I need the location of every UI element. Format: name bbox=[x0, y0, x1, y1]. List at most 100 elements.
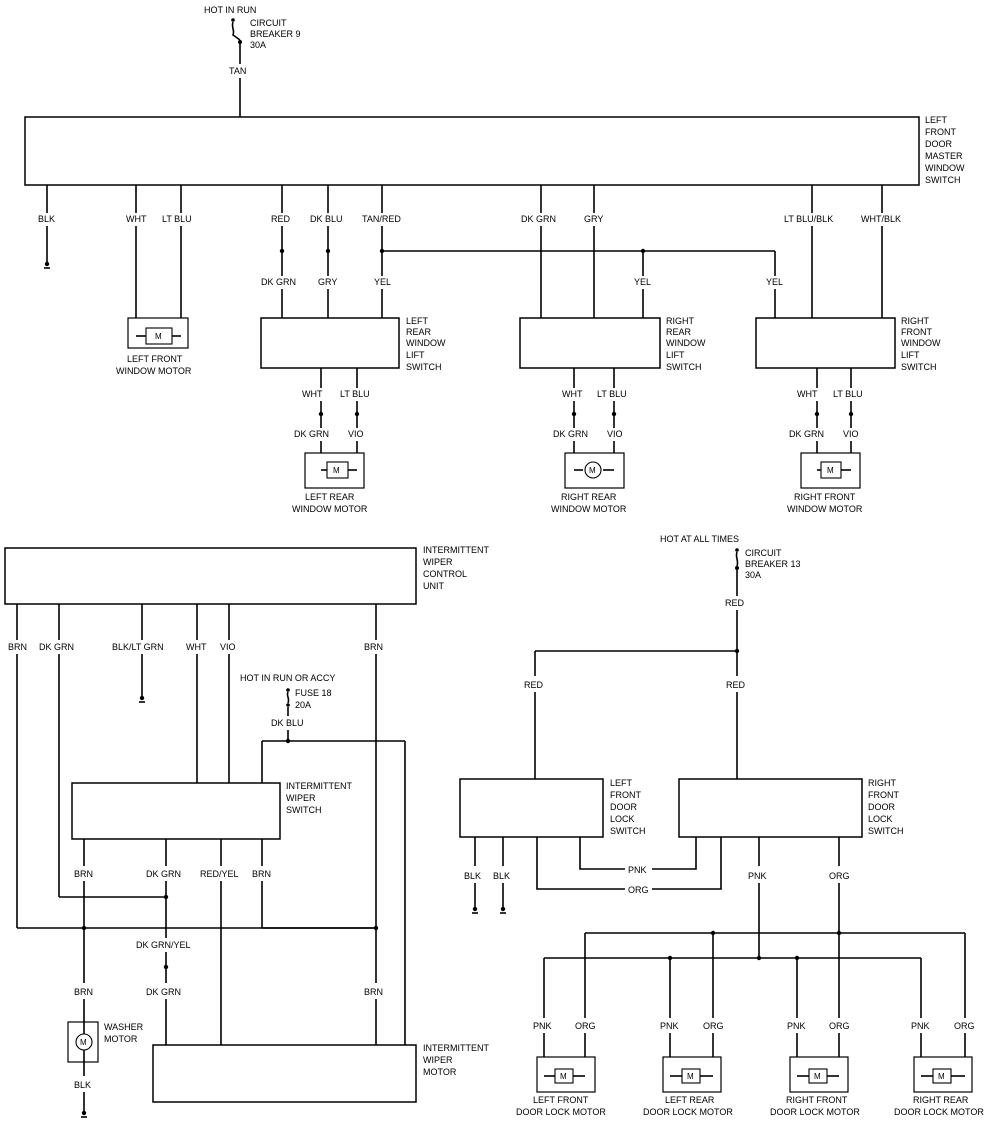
lr-gry-label: GRY bbox=[318, 277, 337, 287]
master-wht-label: WHT bbox=[126, 214, 147, 224]
motor-m-symbol: M bbox=[687, 1072, 694, 1081]
lf-motor-label-1: LEFT FRONT bbox=[127, 354, 183, 364]
rf-motor-label-1: RIGHT FRONT bbox=[794, 492, 856, 502]
rr-motor-label-1: RIGHT REAR bbox=[561, 492, 617, 502]
motor-m-symbol: M bbox=[80, 1038, 87, 1047]
lf-lock-blk-2-label: BLK bbox=[493, 871, 510, 881]
lr-switch-label-5: SWITCH bbox=[406, 362, 442, 372]
master-ltblu-label: LT BLU bbox=[162, 214, 192, 224]
rr-yel-label: YEL bbox=[634, 277, 651, 287]
cross-pnk-label: PNK bbox=[628, 865, 647, 875]
washer-blk-label: BLK bbox=[74, 1080, 91, 1090]
cb13-label-1: CIRCUIT bbox=[745, 548, 782, 558]
cb9-label-3: 30A bbox=[250, 40, 266, 50]
wiper-switch-label-2: WIPER bbox=[286, 793, 316, 803]
master-label-3: DOOR bbox=[925, 139, 953, 149]
rr-switch-label-2: REAR bbox=[666, 327, 692, 337]
wiper-motor-label-2: WIPER bbox=[423, 1055, 453, 1065]
lr-motor-vio-label: VIO bbox=[348, 429, 364, 439]
rf-lock-label-2: FRONT bbox=[868, 790, 899, 800]
washer-label-2: MOTOR bbox=[104, 1034, 138, 1044]
wiper-blkltgrn-label: BLK/LT GRN bbox=[112, 642, 164, 652]
wiper-switch-label-1: INTERMITTENT bbox=[286, 781, 352, 791]
cb9-label-1: CIRCUIT bbox=[250, 18, 287, 28]
rr-motor-org-label: ORG bbox=[954, 1021, 975, 1031]
fuse-dkblu-label: DK BLU bbox=[271, 718, 304, 728]
wiper-control-label-1: INTERMITTENT bbox=[423, 545, 489, 555]
wiper-control-label-4: UNIT bbox=[423, 581, 444, 591]
rr-switch-label-4: LIFT bbox=[666, 350, 685, 360]
rf-lock-label-3: DOOR bbox=[868, 802, 896, 812]
washer-motor: M bbox=[67, 1021, 99, 1063]
tan-wire-label: TAN bbox=[229, 66, 246, 76]
lr-ltblu-label: LT BLU bbox=[340, 389, 370, 399]
lr-door-lock-motor: M bbox=[662, 1056, 722, 1093]
master-label-1: LEFT bbox=[925, 115, 948, 125]
intermittent-wiper-motor bbox=[152, 1044, 417, 1103]
wiper-control-unit bbox=[4, 547, 417, 605]
lr-switch-label-3: WINDOW bbox=[406, 338, 446, 348]
master-red-label: RED bbox=[271, 214, 291, 224]
rf-out-org-label: ORG bbox=[829, 871, 850, 881]
master-dkgrn-label: DK GRN bbox=[521, 214, 556, 224]
rf-lock-red-label: RED bbox=[726, 680, 746, 690]
rf-ltblu-label: LT BLU bbox=[833, 389, 863, 399]
rf-motor-vio-label: VIO bbox=[843, 429, 859, 439]
lr-yel-label: YEL bbox=[374, 277, 391, 287]
rf-switch-label-5: SWITCH bbox=[901, 362, 937, 372]
master-dkblu-label: DK BLU bbox=[310, 214, 343, 224]
lr-motor-pnk-label: PNK bbox=[660, 1021, 679, 1031]
rf-door-lock-motor: M bbox=[789, 1056, 849, 1093]
rf-motor-label-2: WINDOW MOTOR bbox=[787, 504, 863, 514]
rr-door-lock-motor: M bbox=[913, 1056, 973, 1093]
rr-ltblu-label: LT BLU bbox=[597, 389, 627, 399]
lf-lock-red-label: RED bbox=[524, 680, 544, 690]
rr-lockmotor-label-2: DOOR LOCK MOTOR bbox=[894, 1107, 984, 1117]
rf-yel-label: YEL bbox=[766, 277, 783, 287]
lf-lock-label-3: DOOR bbox=[610, 802, 638, 812]
rf-switch-label-4: LIFT bbox=[901, 350, 920, 360]
wiper-vio-label: VIO bbox=[220, 642, 236, 652]
rf-switch-label-3: WINDOW bbox=[901, 338, 941, 348]
rr-switch-label-1: RIGHT bbox=[666, 316, 695, 326]
lr-window-lift-switch bbox=[260, 317, 400, 369]
lf-motor-label-2: WINDOW MOTOR bbox=[116, 366, 192, 376]
motor-m-symbol: M bbox=[938, 1072, 945, 1081]
dkgrnyel-label: DK GRN/YEL bbox=[136, 940, 191, 950]
motor-m-symbol: M bbox=[560, 1072, 567, 1081]
cb13-label-3: 30A bbox=[745, 570, 761, 580]
cb13-source-label: HOT AT ALL TIMES bbox=[660, 534, 739, 544]
rr-switch-label-3: WINDOW bbox=[666, 338, 706, 348]
wiper-motor-label-1: INTERMITTENT bbox=[423, 1043, 489, 1053]
rr-window-lift-switch bbox=[519, 317, 661, 369]
master-tanred-label: TAN/RED bbox=[362, 214, 401, 224]
lf-lock-label-4: LOCK bbox=[610, 814, 635, 824]
rf-out-pnk-label: PNK bbox=[748, 871, 767, 881]
rf-lockmotor-label-1: RIGHT FRONT bbox=[786, 1095, 848, 1105]
rf-lock-label-1: RIGHT bbox=[868, 778, 897, 788]
rf-switch-label-2: FRONT bbox=[901, 327, 932, 337]
lr-switch-label-2: REAR bbox=[406, 327, 432, 337]
rr-motor-dkgrn-label: DK GRN bbox=[553, 429, 588, 439]
fuse18-label-1: FUSE 18 bbox=[295, 688, 332, 698]
lr-switch-label-4: LIFT bbox=[406, 350, 425, 360]
switch-dkgrn-label: DK GRN bbox=[146, 869, 181, 879]
cross-org-label: ORG bbox=[628, 885, 649, 895]
motor-m-symbol: M bbox=[814, 1072, 821, 1081]
lr-motor-dkgrn-label: DK GRN bbox=[294, 429, 329, 439]
master-label-2: FRONT bbox=[925, 127, 956, 137]
rr-lockmotor-label-1: RIGHT REAR bbox=[913, 1095, 969, 1105]
master-label-4: MASTER bbox=[925, 151, 963, 161]
master-whtblk-label: WHT/BLK bbox=[861, 214, 901, 224]
rf-lock-label-4: LOCK bbox=[868, 814, 893, 824]
rf-window-lift-switch bbox=[755, 317, 896, 369]
master-blk-label: BLK bbox=[38, 214, 55, 224]
lr-motor-label-1: LEFT REAR bbox=[305, 492, 355, 502]
hot-in-run-label: HOT IN RUN bbox=[204, 5, 256, 15]
cb9-label-2: BREAKER 9 bbox=[250, 29, 301, 39]
rf-motor-pnk-label: PNK bbox=[787, 1021, 806, 1031]
wiper-brn-right-label: BRN bbox=[364, 642, 383, 652]
rf-switch-label-1: RIGHT bbox=[901, 316, 930, 326]
rr-motor-pnk-label: PNK bbox=[911, 1021, 930, 1031]
